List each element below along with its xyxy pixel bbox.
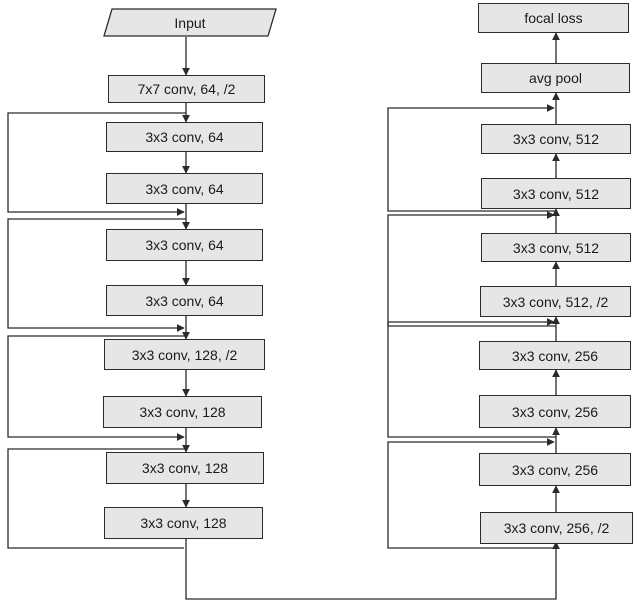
bottom-connector [185, 539, 560, 600]
node-right-2: 3x3 conv, 256 [479, 453, 631, 486]
node-focal-loss: focal loss [478, 3, 629, 33]
node-left-2: 3x3 conv, 64 [106, 122, 263, 152]
node-left-8: 3x3 conv, 128 [106, 452, 264, 484]
skip-right-1 [387, 438, 556, 549]
skip-right-2 [387, 318, 556, 438]
node-left-9: 3x3 conv, 128 [104, 507, 263, 539]
node-right-6: 3x3 conv, 512 [481, 233, 631, 262]
input-label: Input [174, 14, 206, 31]
input-node: Input [103, 8, 277, 37]
node-left-6: 3x3 conv, 128, /2 [104, 339, 265, 370]
node-left-3: 3x3 conv, 64 [106, 173, 263, 204]
node-left-1: 7x7 conv, 64, /2 [108, 75, 265, 103]
skip-left-1 [7, 112, 186, 216]
skip-right-3 [387, 211, 556, 327]
node-right-5: 3x3 conv, 512, /2 [480, 286, 631, 317]
input-parallelogram-shape [103, 8, 277, 37]
node-left-4: 3x3 conv, 64 [106, 229, 263, 261]
skip-right-4 [387, 104, 556, 212]
skip-left-3 [7, 335, 186, 441]
node-right-3: 3x3 conv, 256 [479, 395, 631, 428]
node-right-1: 3x3 conv, 256, /2 [480, 512, 633, 544]
skip-left-4 [7, 448, 186, 549]
node-left-7: 3x3 conv, 128 [103, 396, 262, 428]
node-right-4: 3x3 conv, 256 [479, 341, 631, 370]
node-avg-pool: avg pool [481, 63, 630, 93]
node-right-8: 3x3 conv, 512 [481, 124, 631, 154]
node-right-7: 3x3 conv, 512 [481, 178, 631, 209]
skip-left-2 [7, 218, 186, 332]
node-left-5: 3x3 conv, 64 [106, 285, 263, 316]
